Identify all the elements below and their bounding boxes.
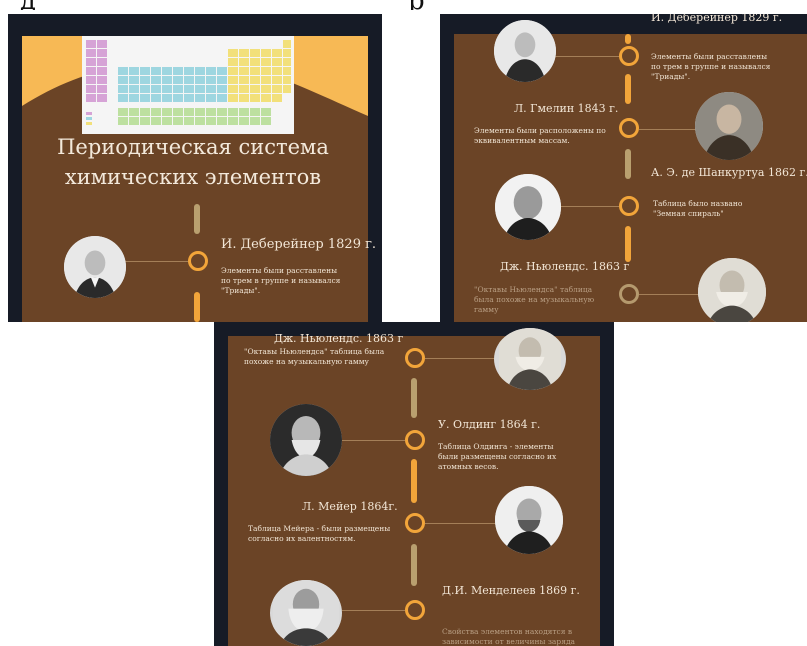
entry-name: У. Олдинг 1864 г. bbox=[438, 418, 541, 431]
slide-panel-1: Периодическая система химических элемент… bbox=[8, 14, 382, 322]
timeline-node bbox=[405, 348, 425, 368]
connector-line bbox=[342, 440, 405, 441]
entry-name: Дж. Ньюлендс. 1863 г bbox=[500, 260, 630, 273]
timeline-segment bbox=[411, 544, 417, 586]
panel-left-frame bbox=[440, 14, 454, 322]
timeline-segment bbox=[194, 204, 200, 234]
panel-top-bar bbox=[8, 14, 382, 36]
connector-line bbox=[342, 610, 405, 611]
portrait-meyer bbox=[495, 486, 563, 554]
timeline-segment bbox=[625, 74, 631, 104]
portrait-deberainer bbox=[64, 236, 126, 298]
entry-name: Л. Гмелин 1843 г. bbox=[514, 102, 619, 115]
timeline-segment bbox=[411, 378, 417, 418]
timeline-segment bbox=[194, 292, 200, 322]
timeline-node bbox=[619, 196, 639, 216]
slide-title: Периодическая система химических элемент… bbox=[48, 132, 338, 192]
panel-left-frame bbox=[8, 14, 22, 322]
connector-line bbox=[124, 261, 188, 262]
caption-right-fragment: р bbox=[408, 0, 425, 10]
timeline-segment bbox=[625, 149, 631, 179]
connector-line bbox=[639, 129, 699, 130]
entry-name: Дж. Ньюлендс. 1863 г bbox=[274, 332, 404, 345]
portrait-newlands bbox=[494, 328, 566, 390]
panel-left-frame bbox=[214, 322, 228, 646]
slide-title-line1: Периодическая система bbox=[57, 135, 329, 159]
periodic-table-image bbox=[82, 36, 294, 134]
entry-description: Элементы были расставлены по трем в груп… bbox=[651, 52, 771, 81]
entry-name: Д.И. Менделеев 1869 г. bbox=[442, 584, 580, 597]
slide-panel-3: Дж. Ньюлендс. 1863 г "Октавы Ньюлендса" … bbox=[214, 322, 614, 646]
cropped-caption: д р bbox=[0, 0, 807, 10]
portrait-de-chancourtois bbox=[495, 174, 561, 240]
timeline-node bbox=[405, 600, 425, 620]
timeline-node bbox=[619, 284, 639, 304]
entry-description: Таблица Мейера - были размещены согласно… bbox=[248, 524, 391, 543]
panel-right-frame bbox=[368, 14, 382, 322]
caption-left-fragment: д bbox=[20, 0, 36, 10]
portrait-gmelin bbox=[695, 92, 763, 160]
slide-panel-2: И. Деберейнер 1829 г. Элементы были расс… bbox=[440, 14, 807, 322]
timeline-node bbox=[405, 513, 425, 533]
entry-name: Л. Мейер 1864г. bbox=[302, 500, 398, 513]
portrait-deberainer bbox=[494, 20, 556, 82]
entry-description: Элементы были расставлены по трем в груп… bbox=[221, 266, 341, 295]
portrait-mendeleev bbox=[270, 580, 342, 646]
entry-description: Таблица Олдинга - элементы были размещен… bbox=[438, 442, 557, 471]
entry-name: И. Деберейнер 1829 г. bbox=[221, 237, 377, 252]
timeline-node bbox=[405, 430, 425, 450]
entry-description: Свойства элементов находятся в зависимос… bbox=[442, 627, 576, 646]
connector-line bbox=[550, 56, 619, 57]
timeline-segment bbox=[411, 459, 417, 503]
entry-name: А. Э. де Шанкуртуа 1862 г. bbox=[651, 166, 807, 179]
entry-description: "Октавы Ньюлендса" таблица была похоже н… bbox=[244, 347, 385, 366]
entry-description: "Октавы Ньюлендса" таблица была похоже н… bbox=[474, 285, 595, 314]
timeline-segment bbox=[625, 34, 631, 44]
portrait-odling bbox=[270, 404, 342, 476]
connector-line bbox=[425, 358, 495, 359]
entry-description: Элементы были расположены по эквивалентн… bbox=[474, 126, 606, 145]
portrait-newlands bbox=[698, 258, 766, 322]
timeline-node bbox=[188, 251, 208, 271]
timeline-node bbox=[619, 46, 639, 66]
entry-description: Таблица было названо "Земная спираль" bbox=[653, 199, 743, 218]
slide-title-line2: химических элементов bbox=[64, 165, 322, 189]
timeline-segment bbox=[625, 226, 631, 262]
panel-right-frame bbox=[600, 322, 614, 646]
connector-line bbox=[425, 523, 495, 524]
connector-line bbox=[560, 206, 619, 207]
entry-name: И. Деберейнер 1829 г. bbox=[651, 14, 783, 24]
timeline-node bbox=[619, 118, 639, 138]
connector-line bbox=[639, 294, 699, 295]
